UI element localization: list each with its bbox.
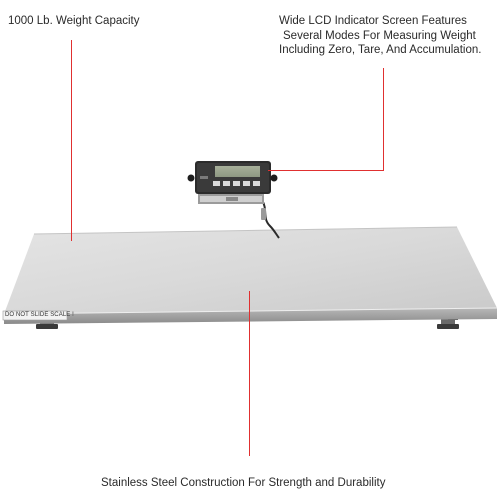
lcd-callout: Wide LCD Indicator Screen Features Sever… <box>279 14 481 58</box>
steel-callout-line <box>249 291 250 456</box>
capacity-callout-line <box>71 40 72 241</box>
lcd-indicator <box>187 161 278 194</box>
capacity-callout: 1000 Lb. Weight Capacity <box>8 15 140 27</box>
scale-platform <box>2 226 498 324</box>
steel-callout: Stainless Steel Construction For Strengt… <box>101 477 386 489</box>
lcd-callout-line3: Including Zero, Tare, And Accumulation. <box>279 44 482 56</box>
lcd-callout-line-vertical <box>383 68 384 171</box>
plate-warning-label: DO NOT SLIDE SCALE ! <box>5 312 74 318</box>
lcd-callout-line2: Several Modes For Measuring Weight <box>283 29 476 42</box>
indicator-bracket <box>198 194 264 204</box>
lcd-callout-line1: Wide LCD Indicator Screen Features <box>279 15 467 27</box>
lcd-callout-line-horizontal <box>268 170 384 171</box>
